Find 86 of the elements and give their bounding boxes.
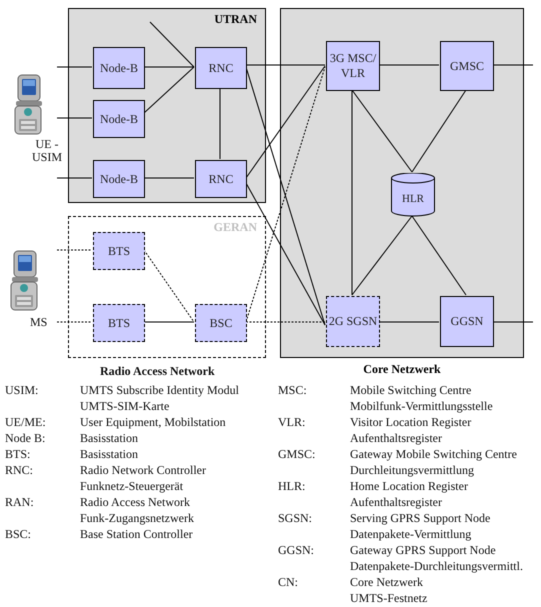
abbreviation-definition: Core Netzwerk <box>350 575 423 590</box>
database-cylinder <box>391 173 435 217</box>
abbreviation-definition: Funknetz-Steuergerät <box>80 479 184 494</box>
abbreviation-definition: User Equipment, Mobilstation <box>80 415 226 430</box>
abbreviation-definition: Gateway Mobile Switching Centre <box>350 447 517 462</box>
node-label: HLR <box>402 192 424 206</box>
abbreviation-term: CN: <box>278 575 298 590</box>
network-element-box <box>440 41 494 91</box>
abbreviation-term: HLR: <box>278 479 306 494</box>
connector-line <box>492 64 534 66</box>
abbreviation-definition: Gateway GPRS Support Node <box>350 543 496 558</box>
connector-line <box>144 66 194 68</box>
node-label: Node-B <box>100 172 138 186</box>
abbreviation-definition: Visitor Location Register <box>350 415 472 430</box>
connector-line <box>378 64 440 66</box>
abbreviation-definition: Serving GPRS Support Node <box>350 511 490 526</box>
network-element-box <box>93 304 145 342</box>
abbreviation-definition: Funk-Zugangsnetzwerk <box>80 511 194 526</box>
network-element-box <box>93 100 145 138</box>
connector-line <box>352 216 412 296</box>
abbreviation-term: GGSN: <box>278 543 314 558</box>
group-title: UTRAN <box>214 12 257 27</box>
group-title: GERAN <box>214 220 257 235</box>
abbreviation-term: RAN: <box>5 495 34 510</box>
group-title: Core Netzwerk <box>362 362 442 377</box>
abbreviation-term: RNC: <box>5 463 34 478</box>
abbreviation-definition: Base Station Controller <box>80 527 193 542</box>
network-element-box <box>93 160 145 198</box>
abbreviation-definition: Aufenthaltsregister <box>350 495 442 510</box>
network-element-box <box>93 232 145 270</box>
abbreviation-definition: Radio Access Network <box>80 495 190 510</box>
connector-line <box>150 22 194 68</box>
abbreviation-term: MSC: <box>278 383 307 398</box>
node-label: GGSN <box>450 314 484 329</box>
abbreviation-definition: Datenpakete-Vermittlung <box>350 527 472 542</box>
abbreviation-term: VLR: <box>278 415 306 430</box>
abbreviation-definition: Mobilfunk-Vermittlungsstelle <box>350 399 493 414</box>
abbreviation-definition: Aufenthaltsregister <box>350 431 442 446</box>
device-label: UE - USIM <box>30 138 63 164</box>
abbreviation-term: UE/ME: <box>5 415 46 430</box>
connector-line <box>56 66 92 68</box>
node-label: BSC <box>210 316 232 330</box>
connector-line <box>144 250 194 322</box>
abbreviation-term: BSC: <box>5 527 32 542</box>
abbreviation-definition: Basisstation <box>80 447 138 462</box>
network-element-box <box>326 41 380 91</box>
network-element-box <box>195 304 247 342</box>
abbreviation-definition: Home Location Register <box>350 479 468 494</box>
node-label: BTS <box>108 244 130 258</box>
abbreviation-definition: UMTS-Festnetz <box>350 591 428 606</box>
network-element-box <box>326 296 380 347</box>
node-label: RNC <box>208 60 234 76</box>
node-label: 2G SGSN <box>328 314 378 329</box>
network-element-box <box>195 160 247 198</box>
connector-line <box>412 90 466 172</box>
device-label: MS <box>30 315 48 330</box>
abbreviation-definition: Basisstation <box>80 431 138 446</box>
node-label: 3G MSC/ VLR <box>328 51 378 81</box>
abbreviation-term: GMSC: <box>278 447 316 462</box>
abbreviation-term: USIM: <box>5 383 38 398</box>
abbreviation-term: Node B: <box>5 431 46 446</box>
section-title: Radio Access Network <box>100 364 215 379</box>
network-group <box>68 216 266 358</box>
abbreviation-definition: Radio Network Controller <box>80 463 206 478</box>
network-element-box <box>195 47 247 89</box>
node-label: BTS <box>108 316 130 330</box>
abbreviation-definition: Durchleitungsvermittlung <box>350 463 474 478</box>
abbreviation-term: SGSN: <box>278 511 312 526</box>
connector-line <box>352 90 412 172</box>
connector-line <box>144 66 194 114</box>
connector-line <box>246 64 326 66</box>
network-element-box <box>93 47 145 89</box>
connector-line <box>246 182 326 326</box>
abbreviation-term: BTS: <box>5 447 30 462</box>
abbreviation-definition: UMTS Subscribe Identity Modul <box>80 383 239 398</box>
node-label: Node-B <box>100 112 138 126</box>
abbreviation-definition: Mobile Switching Centre <box>350 383 472 398</box>
node-label: RNC <box>208 172 234 186</box>
abbreviation-definition: Datenpakete-Durchleitungsvermittl. <box>350 559 523 574</box>
connector-line <box>246 66 326 178</box>
network-element-box <box>440 296 494 347</box>
node-label: Node-B <box>100 60 138 76</box>
connector-line <box>412 216 466 296</box>
abbreviation-definition: UMTS-SIM-Karte <box>80 399 170 414</box>
node-label: GMSC <box>450 58 484 74</box>
network-group <box>68 8 266 203</box>
